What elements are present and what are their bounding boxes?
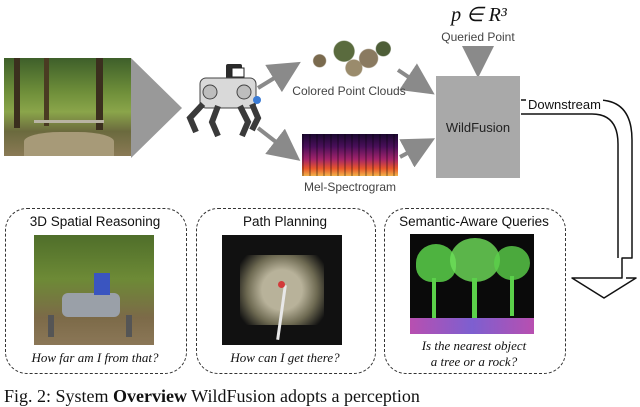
panel-semantic-queries-question-line1: Is the nearest object — [421, 338, 527, 353]
arrow-to-pointclouds — [256, 61, 301, 93]
figure-caption: Fig. 2: System Overview WildFusion adopt… — [4, 386, 420, 407]
panel-semantic-queries-title: Semantic-Aware Queries — [399, 214, 549, 229]
downstream-label: Downstream — [526, 97, 603, 112]
caption-prefix: Fig. 2: System — [4, 386, 114, 406]
panel-spatial-reasoning-question: How far am I from that? — [31, 350, 159, 365]
panel-path-planning-question: How can I get there? — [230, 350, 340, 365]
panel-spatial-reasoning-title: 3D Spatial Reasoning — [29, 214, 161, 229]
arrow-spectrogram-to-fusion — [399, 138, 436, 168]
panel-semantic-queries-question-line2: a tree or a rock? — [430, 354, 518, 369]
robot-in-forest-photo — [34, 235, 154, 345]
semantic-pointcloud-render — [410, 234, 534, 334]
mel-spectrogram-thumbnail — [302, 134, 398, 176]
input-funnel — [131, 58, 182, 158]
arrow-to-spectrogram — [256, 126, 301, 161]
panel-path-planning-title: Path Planning — [242, 214, 328, 229]
caption-bold: Overview — [113, 386, 187, 406]
arrow-pointclouds-to-fusion — [396, 63, 435, 95]
point-cloud-thumbnail — [300, 32, 398, 80]
mel-spectrogram-label: Mel-Spectrogram — [303, 180, 397, 194]
point-clouds-label: Colored Point Clouds — [292, 84, 406, 98]
query-math: p ∈ R³ — [451, 4, 507, 26]
caption-suffix: WildFusion adopts a perception — [187, 386, 420, 406]
downstream-arrow — [521, 99, 637, 299]
forest-photo — [4, 58, 131, 156]
wildfusion-box — [436, 76, 520, 178]
wildfusion-label: WildFusion — [445, 120, 511, 135]
path-planning-render — [222, 235, 342, 345]
queried-point-label: Queried Point — [441, 30, 515, 44]
